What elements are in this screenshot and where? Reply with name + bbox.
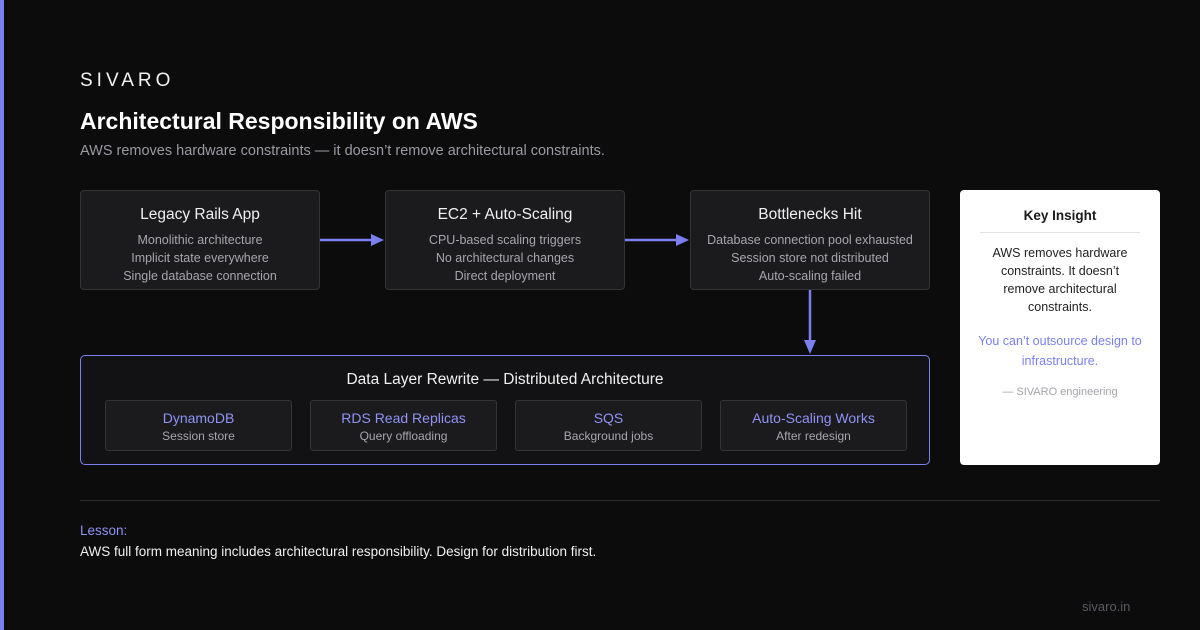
insight-divider [980,232,1140,233]
section-divider [80,500,1160,501]
flow-box-line: Session store not distributed [731,251,889,265]
flow-box-line: Auto-scaling failed [758,269,862,283]
key-insight-card: Key Insight AWS removes hardware constra… [960,190,1160,465]
arrow-right-1 [320,234,384,246]
insight-quote: You can’t outsource design to infrastruc… [978,334,1142,368]
rewrite-item-name: SQS [593,410,624,426]
flow-box-title: Legacy Rails App [140,206,260,223]
rewrite-item-desc: Query offloading [359,429,448,443]
flow-box-line: Single database connection [123,269,277,283]
rewrite-item-desc: Background jobs [563,429,654,443]
rewrite-item-sqs: SQS Background jobs [515,400,702,451]
rewrite-item-desc: After redesign [776,429,851,443]
rewrite-item-auto-scaling-works: Auto-Scaling Works After redesign [720,400,907,451]
arrow-down [804,290,816,354]
footer-url: sivaro.in [1082,599,1131,614]
flow-box-bottlenecks-hit: Bottlenecks Hit Database connection pool… [690,190,930,290]
flow-box-line: Direct deployment [454,269,556,283]
flow-box-line: Database connection pool exhausted [707,233,913,247]
rewrite-item-rds-read-replicas: RDS Read Replicas Query offloading [310,400,497,451]
rewrite-item-dynamodb: DynamoDB Session store [105,400,292,451]
lesson-label: Lesson: [80,523,128,538]
flow-box-line: Monolithic architecture [137,233,263,247]
flow-box-legacy-rails-app: Legacy Rails App Monolithic architecture… [80,190,320,290]
flow-box-line: Implicit state everywhere [131,251,269,265]
page-subtitle: AWS removes hardware constraints — it do… [80,143,605,159]
flow-box-ec2-auto-scaling: EC2 + Auto-Scaling CPU-based scaling tri… [385,190,625,290]
rewrite-title: Data Layer Rewrite — Distributed Archite… [346,371,664,388]
page-title: Architectural Responsibility on AWS [80,108,478,134]
lesson-text: AWS full form meaning includes architect… [80,544,597,559]
accent-bar [0,0,4,630]
data-layer-rewrite-panel: Data Layer Rewrite — Distributed Archite… [80,355,930,465]
insight-title: Key Insight [1023,208,1097,223]
flow-box-title: EC2 + Auto-Scaling [437,206,573,223]
arrow-right-2 [625,234,689,246]
rewrite-item-name: DynamoDB [162,410,235,426]
insight-body: AWS removes hardware constraints. It doe… [992,246,1128,314]
brand-logo: SIVARO [80,70,175,91]
rewrite-item-name: RDS Read Replicas [341,410,466,426]
flow-box-line: CPU-based scaling triggers [428,233,582,247]
insight-attribution: — SIVARO engineering [1002,386,1118,398]
flow-box-title: Bottlenecks Hit [758,206,862,223]
rewrite-item-desc: Session store [162,429,235,443]
rewrite-item-name: Auto-Scaling Works [752,410,875,426]
flow-box-line: No architectural changes [435,251,575,265]
